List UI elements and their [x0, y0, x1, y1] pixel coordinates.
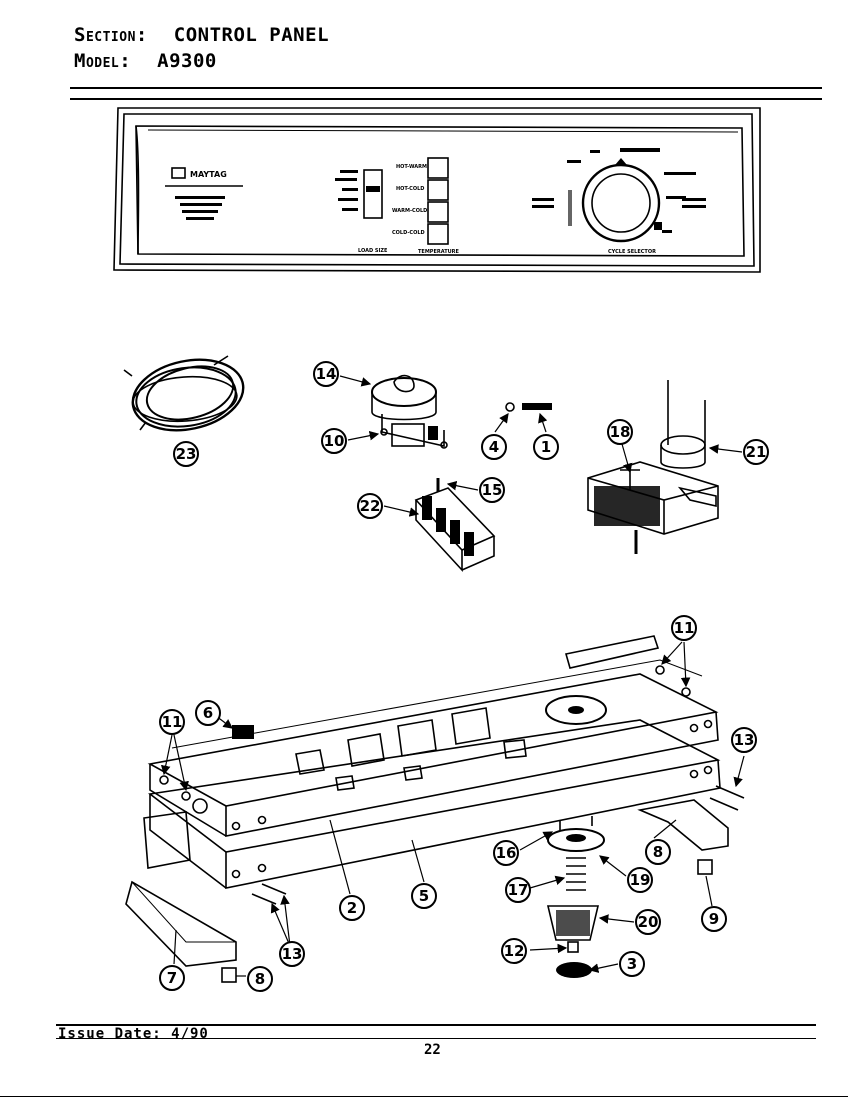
svg-text:13: 13	[282, 945, 303, 963]
callout-2: 2	[339, 895, 365, 921]
callout-11a: 11	[159, 709, 185, 735]
callout-4: 4	[481, 434, 507, 460]
leader-lines	[160, 375, 745, 977]
callout-1: 1	[533, 434, 559, 460]
temperature-label: TEMPERATURE	[418, 249, 460, 255]
callout-22: 22	[357, 493, 383, 519]
wire-harness	[123, 355, 245, 432]
svg-text:9: 9	[709, 910, 719, 928]
callout-15: 15	[479, 477, 505, 503]
svg-text:8: 8	[653, 843, 663, 861]
svg-text:7: 7	[167, 969, 177, 987]
footer-rule-short	[56, 1038, 816, 1039]
callout-18: 18	[607, 419, 633, 445]
svg-text:3: 3	[627, 955, 637, 973]
svg-text:12: 12	[504, 942, 525, 960]
page-number: 22	[424, 1042, 441, 1058]
callout-7: 7	[159, 965, 185, 991]
footer-rule	[56, 1024, 816, 1026]
issue-date: Issue Date: 4/90	[58, 1026, 209, 1042]
svg-text:4: 4	[489, 438, 499, 456]
callout-11b: 11	[671, 615, 697, 641]
temp-option-2: HOT-COLD	[396, 186, 424, 192]
svg-text:13: 13	[734, 731, 755, 749]
section-line: Section: CONTROL PANEL	[74, 24, 329, 46]
callout-8b: 8	[247, 966, 273, 992]
console-frame	[125, 635, 745, 983]
callout-3: 3	[619, 951, 645, 977]
svg-text:19: 19	[630, 871, 651, 889]
svg-text:20: 20	[638, 913, 659, 931]
svg-text:15: 15	[482, 481, 503, 499]
header-rule-bottom	[70, 98, 822, 100]
callout-5: 5	[411, 883, 437, 909]
callout-21: 21	[743, 439, 769, 465]
maytag-logo-icon	[171, 167, 186, 179]
svg-text:23: 23	[176, 445, 197, 463]
model-label: Model:	[74, 50, 132, 72]
brand-text: MAYTAG	[190, 170, 227, 179]
svg-text:2: 2	[347, 899, 357, 917]
header-rule-top	[70, 87, 822, 89]
callout-12: 12	[501, 938, 527, 964]
svg-text:10: 10	[324, 432, 345, 450]
callout-20: 20	[635, 909, 661, 935]
temp-option-3: WARM-COLD	[392, 208, 427, 214]
svg-text:5: 5	[419, 887, 429, 905]
svg-text:1: 1	[541, 438, 551, 456]
callout-labels: 23 14 10 4 1 18 21 15 22 11 11 6 13 13 1…	[159, 361, 769, 992]
temperature-selector: HOT-WARM HOT-COLD WARM-COLD COLD-COLD	[392, 157, 449, 245]
svg-text:8: 8	[255, 970, 265, 988]
callout-6: 6	[195, 700, 221, 726]
feature-text-block	[175, 196, 225, 220]
svg-text:18: 18	[610, 423, 631, 441]
callout-10: 10	[321, 428, 347, 454]
switch-part-6	[232, 725, 254, 739]
callout-23: 23	[173, 441, 199, 467]
load-size-selector	[335, 169, 383, 219]
svg-text:11: 11	[162, 713, 183, 731]
cycle-selector-label: CYCLE SELECTOR	[608, 249, 656, 255]
temp-option-4: COLD-COLD	[392, 230, 425, 236]
svg-text:17: 17	[508, 881, 529, 899]
svg-text:16: 16	[496, 844, 517, 862]
svg-text:11: 11	[674, 619, 695, 637]
callout-8a: 8	[645, 839, 671, 865]
small-ring-part	[505, 402, 515, 412]
model-line: Model: A9300	[74, 50, 217, 72]
control-panel: MAYTAG LOAD SIZE HOT-WARM HOT-COLD	[113, 107, 761, 273]
callout-9: 9	[701, 906, 727, 932]
cycle-dial	[532, 148, 706, 243]
callout-19: 19	[627, 867, 653, 893]
section-label: Section:	[74, 24, 148, 46]
svg-text:22: 22	[360, 497, 381, 515]
callout-13a: 13	[731, 727, 757, 753]
svg-text:6: 6	[203, 704, 213, 722]
load-size-label: LOAD SIZE	[358, 248, 388, 254]
temp-option-1: HOT-WARM	[396, 164, 427, 170]
svg-text:21: 21	[746, 443, 767, 461]
callout-16: 16	[493, 840, 519, 866]
model-value: A9300	[157, 50, 217, 72]
callout-13b: 13	[279, 941, 305, 967]
knob-assembly	[546, 816, 605, 978]
callout-17: 17	[505, 877, 531, 903]
pressure-switch	[371, 374, 448, 449]
callout-14: 14	[313, 361, 339, 387]
page-bottom-rule	[0, 1096, 848, 1097]
svg-text:14: 14	[316, 365, 337, 383]
spring-pin-part	[522, 403, 552, 410]
timer-assembly	[587, 380, 719, 554]
section-value: CONTROL PANEL	[173, 24, 330, 46]
